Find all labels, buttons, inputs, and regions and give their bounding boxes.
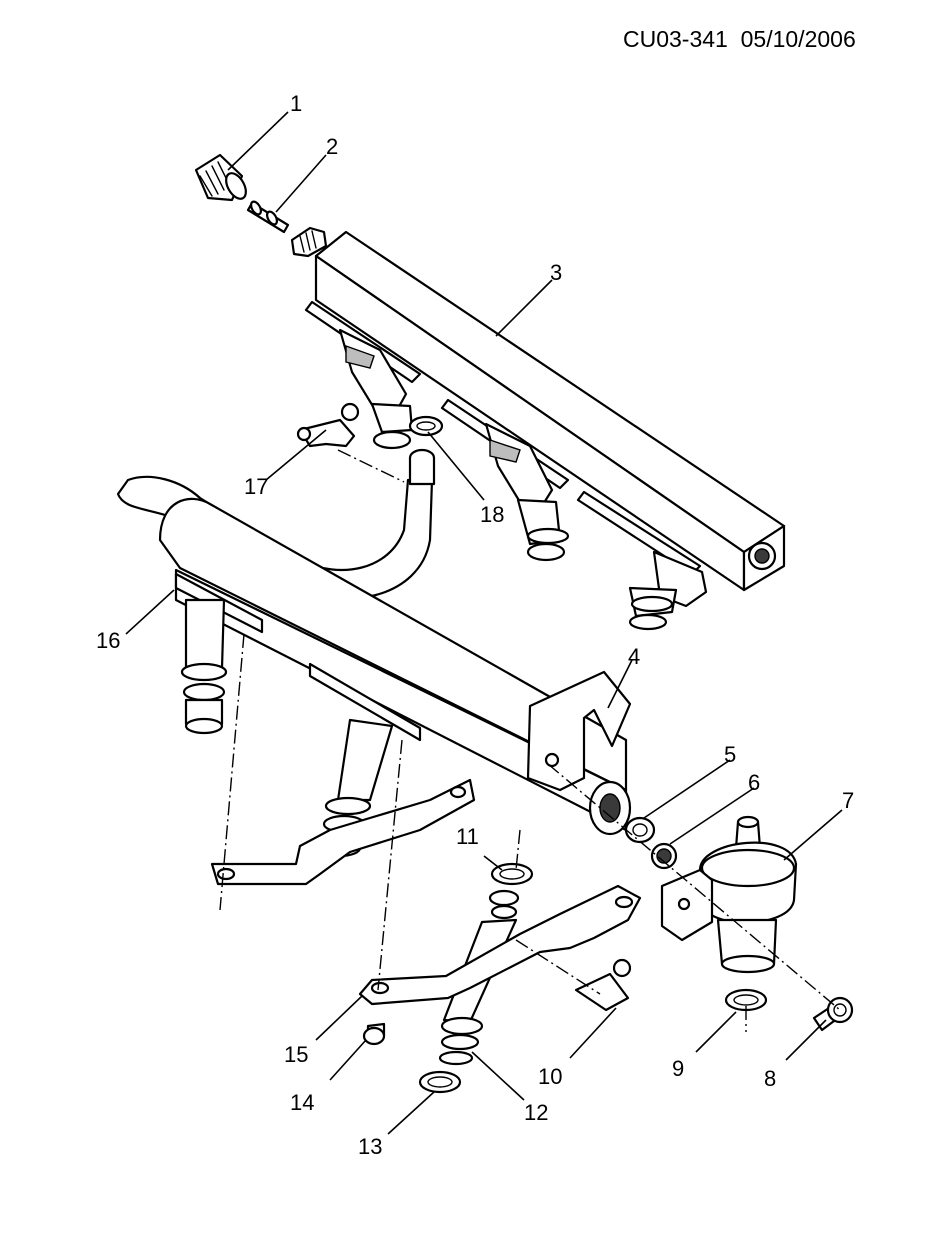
part-7-pressure-regulator (660, 815, 798, 974)
callout-12: 12 (524, 1100, 548, 1125)
drawing-code-and-date: CU03-341 05/10/2006 (623, 26, 856, 52)
callout-7: 7 (842, 788, 854, 813)
part-5-o-ring (624, 816, 656, 844)
callout-6: 6 (748, 770, 760, 795)
part-2-valve (246, 200, 290, 234)
part-13-o-ring (418, 1070, 462, 1094)
callout-3: 3 (550, 260, 562, 285)
part-16-fuel-rail-lower (116, 448, 632, 886)
callout-15: 15 (284, 1042, 308, 1067)
leader-lines (125, 111, 843, 1135)
callout-4: 4 (628, 644, 640, 669)
part-14-screw (362, 1022, 386, 1046)
callout-11: 11 (456, 824, 479, 849)
callout-16: 16 (96, 628, 120, 653)
part-10-clip (574, 958, 632, 1012)
part-9-o-ring (724, 988, 768, 1012)
part-17-clip (296, 402, 360, 448)
part-6-filter (650, 842, 678, 870)
callout-1: 1 (290, 91, 302, 116)
callout-10: 10 (538, 1064, 562, 1089)
callout-9: 9 (672, 1056, 684, 1081)
callout-18: 18 (480, 502, 504, 527)
callout-2: 2 (326, 134, 338, 159)
part-3-fuel-rail-upper (290, 226, 786, 631)
callout-5: 5 (724, 742, 736, 767)
part-8-screw (812, 996, 854, 1032)
callout-17: 17 (244, 474, 268, 499)
callout-8: 8 (764, 1066, 776, 1091)
callout-numbers: 1 2 3 4 5 6 7 8 9 10 11 12 13 14 15 16 1… (96, 91, 854, 1159)
part-4-bracket (526, 670, 632, 792)
part-15-bracket (358, 884, 642, 1006)
part-18-o-ring (408, 415, 444, 437)
assembly-lines (219, 449, 841, 1032)
callout-13: 13 (358, 1134, 382, 1159)
part-1-cap (194, 153, 247, 202)
callout-14: 14 (290, 1090, 314, 1115)
